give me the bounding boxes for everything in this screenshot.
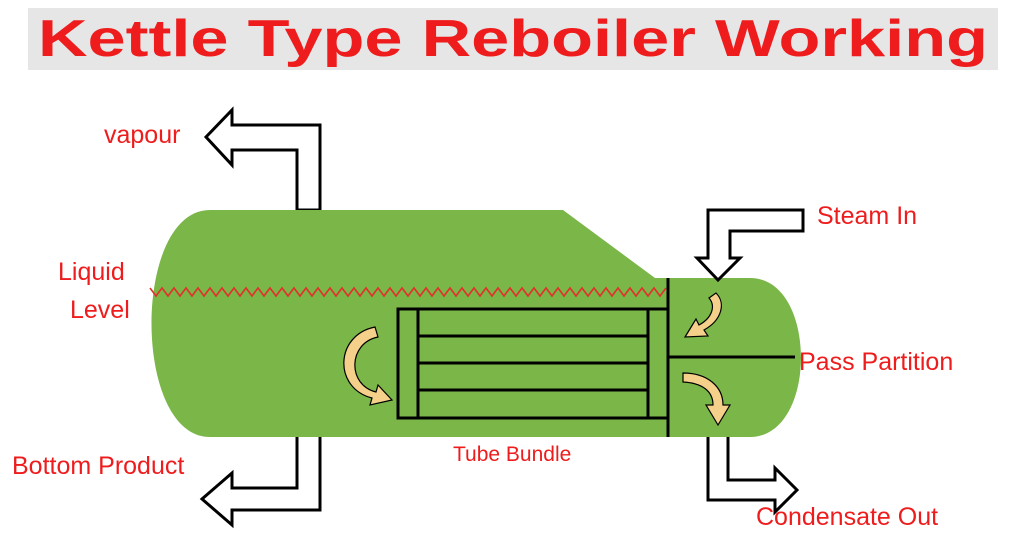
kettle-shell <box>151 210 801 437</box>
liquid-level-label-line1: Liquid <box>58 258 125 286</box>
flow-arrow-head-bottom <box>682 372 732 427</box>
steam-inlet-arrow <box>693 208 805 283</box>
flow-arrows <box>343 292 732 427</box>
flow-arrow-left-curve <box>343 326 394 406</box>
tube-bundle-frame <box>396 307 670 420</box>
tube-bundle-label: Tube Bundle <box>453 443 571 466</box>
title-band <box>28 8 998 70</box>
condensate-outlet-arrow <box>706 428 800 516</box>
bottom-product-label: Bottom Product <box>12 452 184 480</box>
bottom-product-outlet-arrow <box>199 430 322 529</box>
tube-bundle <box>396 307 670 420</box>
flow-arrow-head-top <box>683 292 722 338</box>
liquid-level-wave <box>149 286 667 298</box>
vapour-label: vapour <box>104 121 180 149</box>
pass-partition-label: Pass Partition <box>799 348 953 376</box>
condensate-out-label: Condensate Out <box>756 503 938 531</box>
vapour-outlet-arrow <box>203 106 322 212</box>
liquid-level-label-line2: Level <box>70 296 130 324</box>
page-title: Kettle Type Reboiler Working <box>38 10 988 68</box>
steam-in-label: Steam In <box>817 202 917 230</box>
